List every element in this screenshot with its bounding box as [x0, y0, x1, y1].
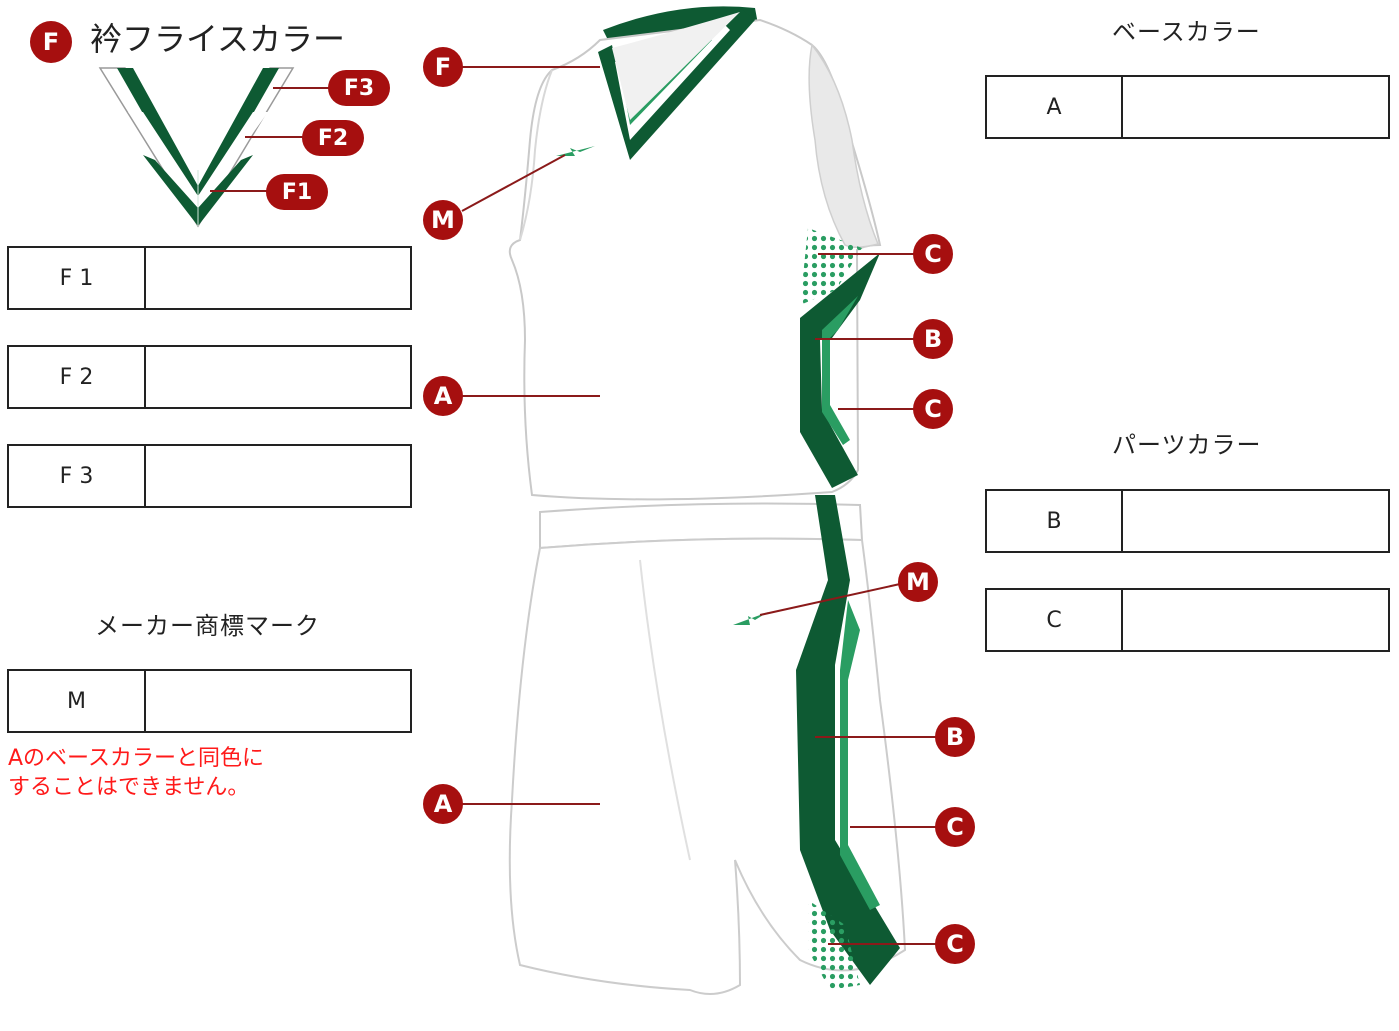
color-row-key: A — [987, 77, 1123, 137]
note-line-2: することはできません。 — [8, 775, 250, 800]
parts-color-heading: パーツカラー — [1112, 431, 1262, 459]
maker-mark-note: Aのベースカラーと同色に することはできません。 — [8, 744, 264, 802]
color-row-key: B — [987, 491, 1123, 551]
color-row-f2: F 2 — [7, 345, 412, 409]
callout-f: F — [423, 47, 463, 87]
collar-label-f3: F3 — [328, 70, 390, 106]
color-row-f3: F 3 — [7, 444, 412, 508]
leader-lines — [461, 66, 937, 945]
color-row-a: A — [985, 75, 1390, 139]
color-row-f1: F 1 — [7, 246, 412, 310]
color-row-value[interactable] — [1123, 77, 1388, 137]
color-row-value[interactable] — [146, 446, 410, 506]
jersey — [508, 6, 882, 501]
collar-badge-icon: F — [30, 21, 72, 63]
color-row-key: F 1 — [9, 248, 146, 308]
color-row-value[interactable] — [146, 347, 410, 407]
collar-label-f2: F2 — [302, 120, 364, 156]
note-line-1: Aのベースカラーと同色に — [8, 746, 264, 771]
callout-m-bottom: M — [898, 562, 938, 602]
color-row-key: F 3 — [9, 446, 146, 506]
color-row-value[interactable] — [146, 671, 410, 731]
color-row-m: M — [7, 669, 412, 733]
callout-c-2: C — [913, 389, 953, 429]
uniform-illustration — [461, 6, 937, 995]
collar-label-f1: F1 — [266, 174, 328, 210]
color-row-b: B — [985, 489, 1390, 553]
color-row-value[interactable] — [1123, 590, 1388, 650]
color-row-value[interactable] — [146, 248, 410, 308]
color-row-key: C — [987, 590, 1123, 650]
callout-b-1: B — [913, 319, 953, 359]
callout-a-top: A — [423, 376, 463, 416]
color-row-value[interactable] — [1123, 491, 1388, 551]
color-row-key: F 2 — [9, 347, 146, 407]
shorts — [508, 495, 907, 995]
callout-c-3: C — [935, 807, 975, 847]
callout-c-1: C — [913, 234, 953, 274]
collar-title: 衿フライスカラー — [90, 20, 346, 58]
base-color-heading: ベースカラー — [1112, 18, 1261, 46]
callout-m-top: M — [423, 200, 463, 240]
callout-a-bottom: A — [423, 784, 463, 824]
callout-b-2: B — [935, 717, 975, 757]
color-row-c: C — [985, 588, 1390, 652]
maker-mark-heading: メーカー商標マーク — [95, 612, 320, 640]
collar-diagram — [98, 67, 335, 228]
callout-c-4: C — [935, 924, 975, 964]
color-row-key: M — [9, 671, 146, 731]
